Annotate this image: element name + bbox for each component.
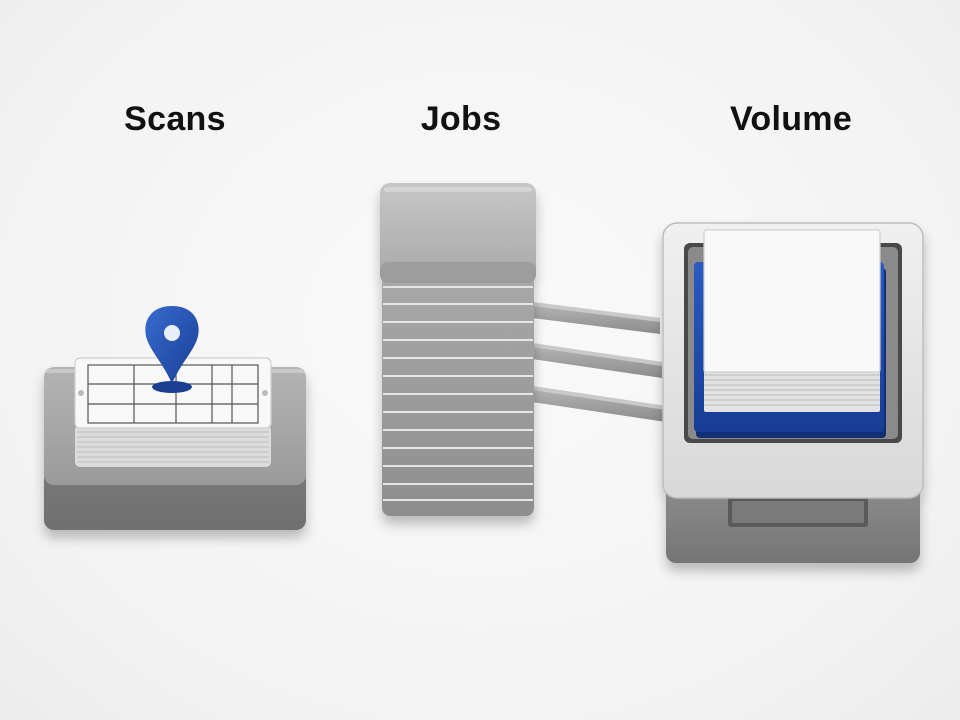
volume-label: Volume [729,100,853,138]
map-pin-icon [145,306,199,393]
connector-bars [532,302,666,422]
jobs-label: Jobs [420,100,502,138]
card-stack [74,357,272,467]
stacked-server-tower-icon [380,183,536,516]
paper-stack [703,229,881,412]
scans-label: Scans [124,100,226,138]
